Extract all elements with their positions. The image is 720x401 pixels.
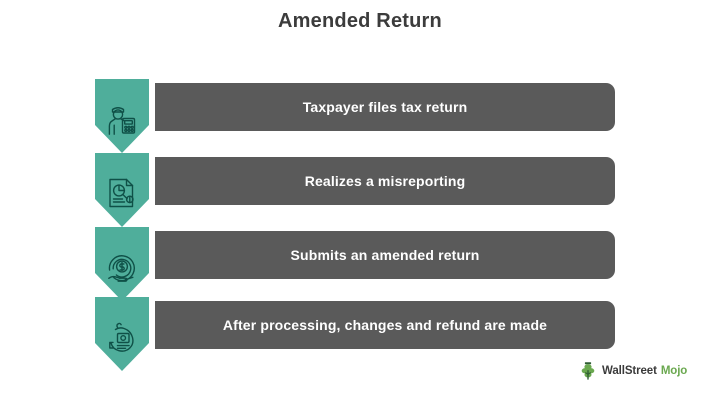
- flow-step-label: After processing, changes and refund are…: [222, 317, 548, 333]
- clover-cross-icon: [578, 361, 598, 381]
- chevron-arrow-1: [95, 79, 149, 153]
- flow-step-bar-3[interactable]: Submits an amended return: [155, 231, 615, 279]
- logo-text-primary: WallStreet: [602, 365, 657, 377]
- logo-text-secondary: Mojo: [660, 365, 688, 377]
- chevron-arrow-3: [95, 227, 149, 301]
- flow-step-bar-2[interactable]: Realizes a misreporting: [155, 157, 615, 205]
- chevron-arrow-4: [95, 297, 149, 371]
- flow-step-bar-1[interactable]: Taxpayer files tax return: [155, 83, 615, 131]
- page-title: Amended Return: [278, 10, 442, 32]
- chevron-arrow-2: [95, 153, 149, 227]
- flow-step-label: Taxpayer files tax return: [302, 99, 468, 115]
- flow-step-label: Submits an amended return: [290, 247, 480, 263]
- flow-step-bar-4[interactable]: After processing, changes and refund are…: [155, 301, 615, 349]
- flow-step-label: Realizes a misreporting: [304, 173, 466, 189]
